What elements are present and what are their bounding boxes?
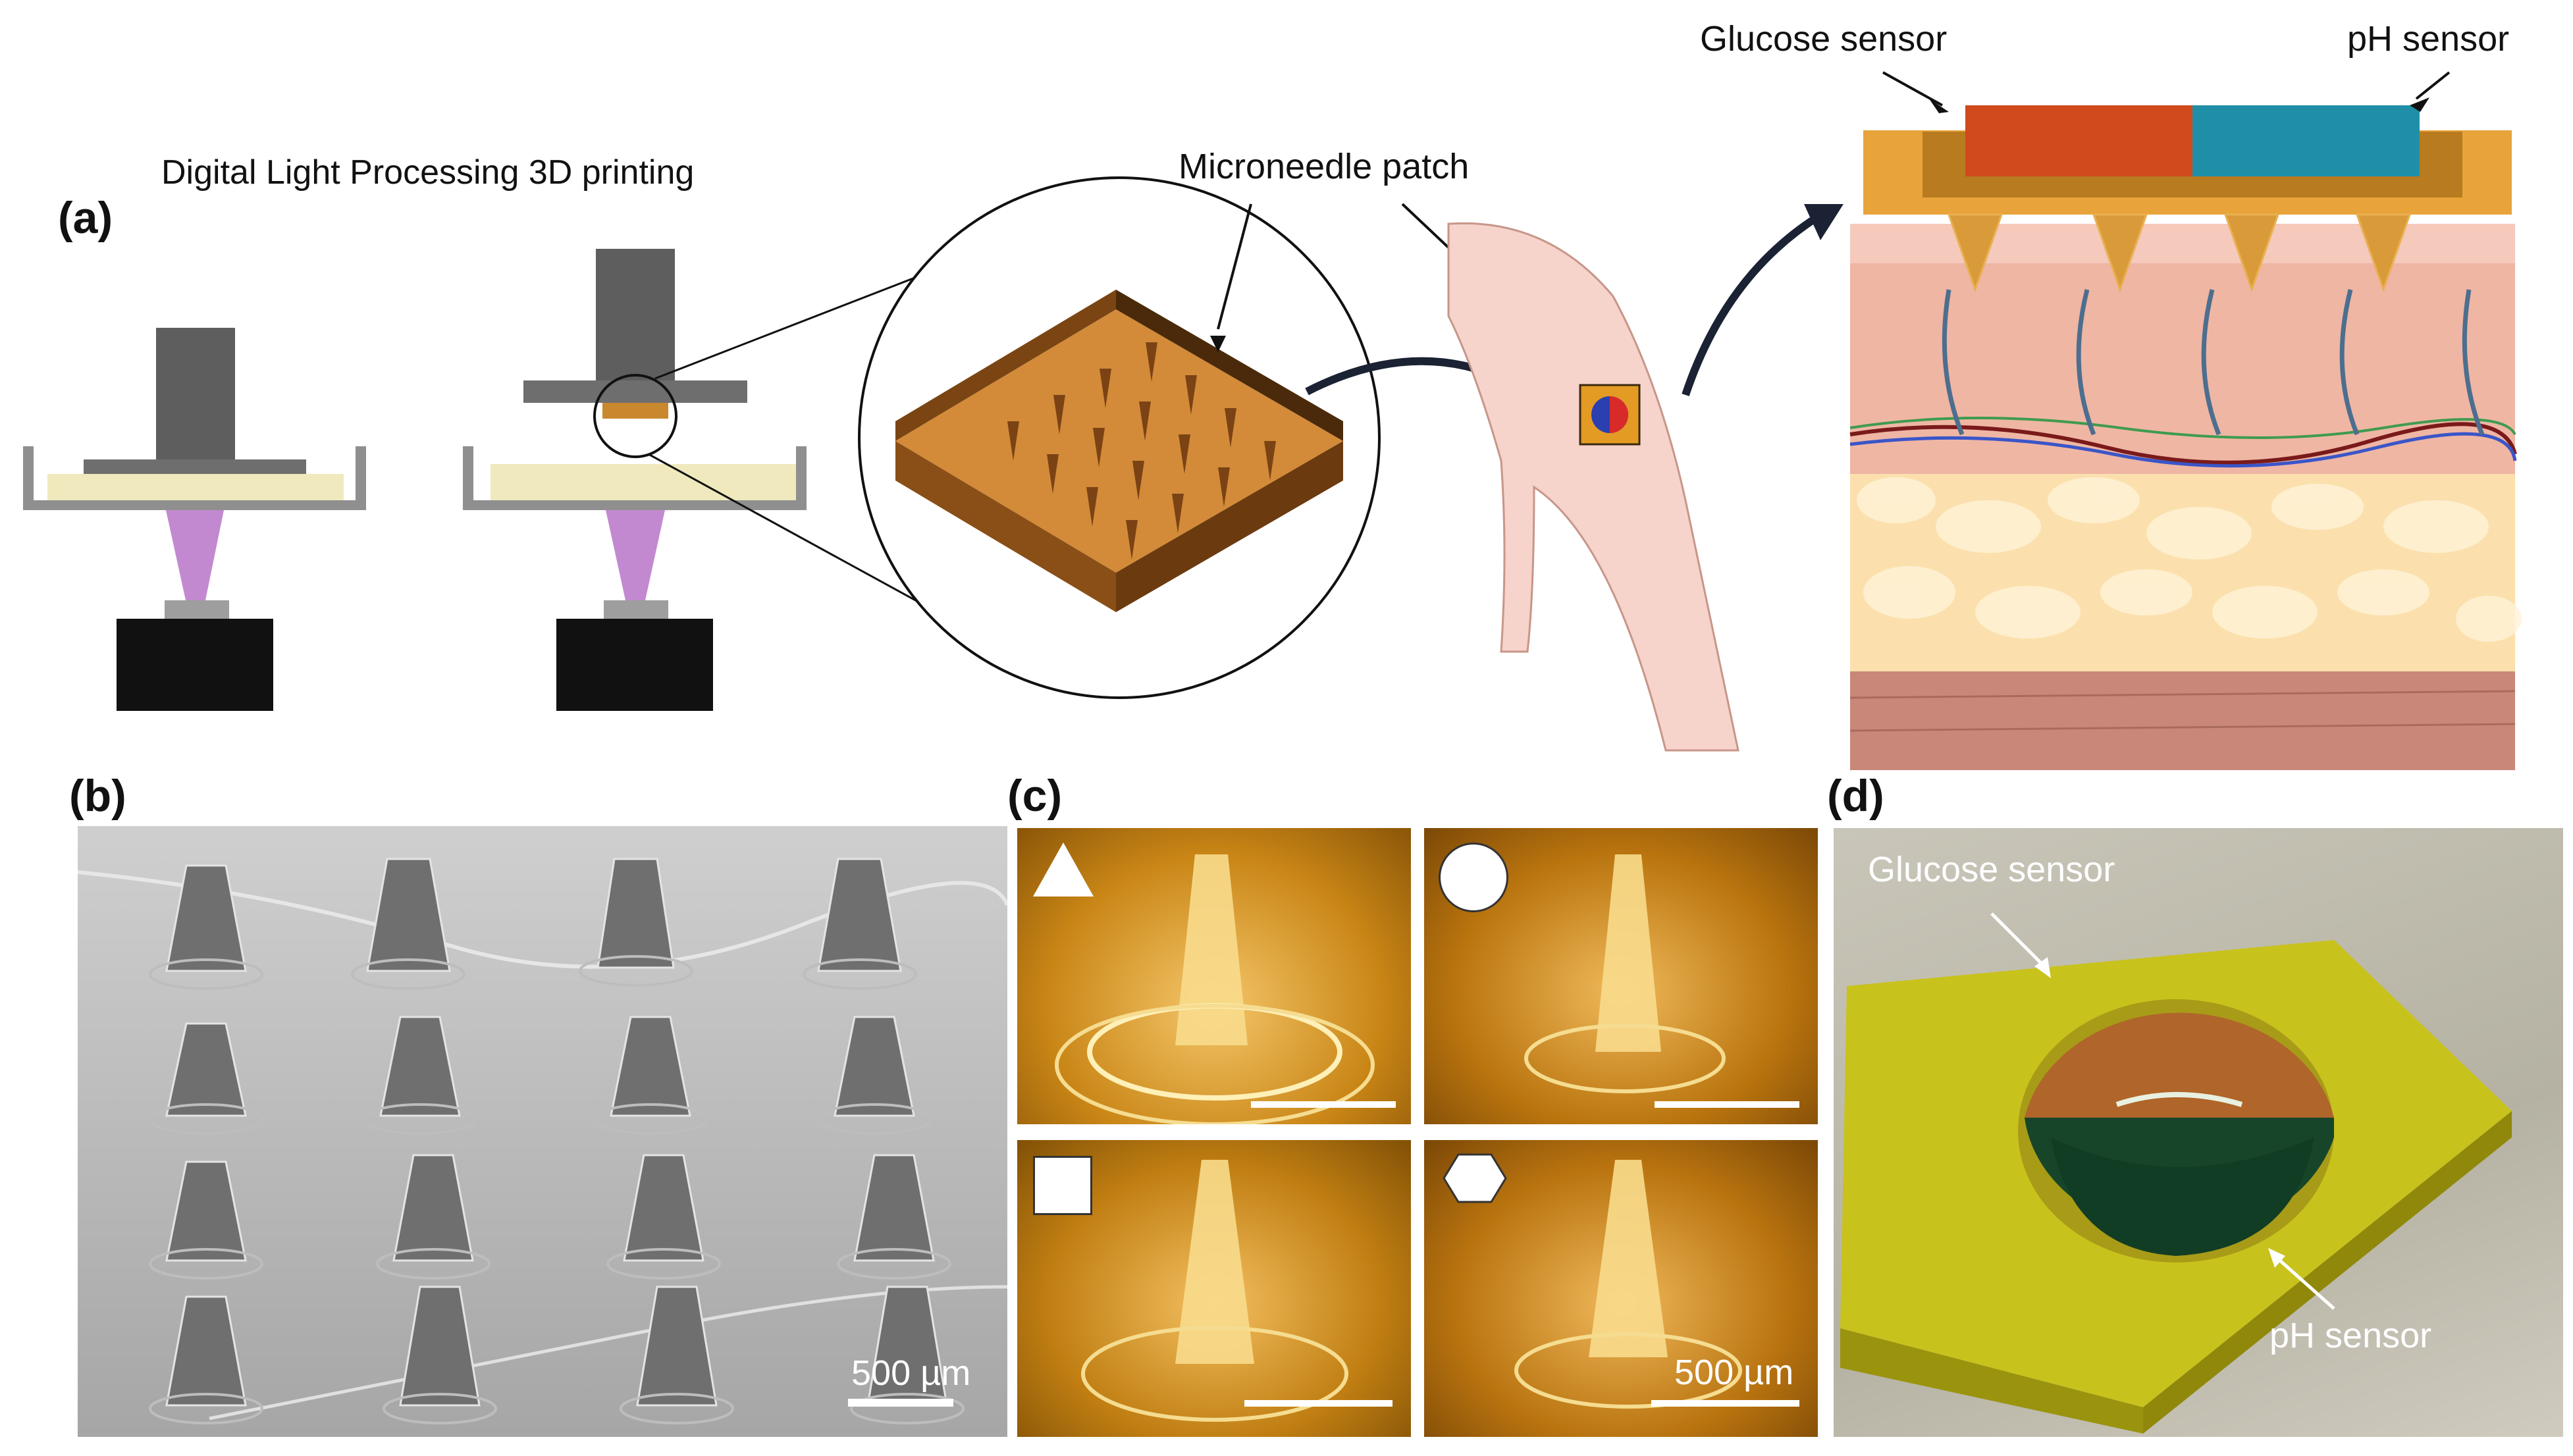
panel-a-label: (a) <box>58 193 113 243</box>
hexagon-icon <box>1443 1153 1507 1203</box>
panel-b-label: (b) <box>69 771 126 821</box>
ph-sensor-label: pH sensor <box>2347 19 2510 59</box>
triangle-icon <box>1033 843 1094 897</box>
microneedle-patch-illustration <box>895 290 1343 612</box>
glucose-sensor-block <box>1965 105 2192 176</box>
needle-photo-circle <box>1424 828 1818 1124</box>
glucose-sensor-label: Glucose sensor <box>1700 19 1948 59</box>
needle-scale-bar-label: 500 µm <box>1674 1353 1794 1392</box>
skin-cross-section <box>1849 224 2522 770</box>
printer-2 <box>463 249 807 711</box>
panel-d-label: (d) <box>1827 771 1884 821</box>
patch-photo-glucose-label: Glucose sensor <box>1868 850 2115 889</box>
sem-scale-bar-label: 500 µm <box>851 1353 971 1393</box>
patch-photo-ph-label: pH sensor <box>2269 1316 2432 1355</box>
arm-illustration <box>1447 222 1739 752</box>
square-icon <box>1033 1156 1092 1215</box>
ph-sensor-block <box>2192 105 2420 176</box>
panel-a-title: Digital Light Processing 3D printing <box>161 153 695 192</box>
needle-photo-triangle <box>1017 828 1411 1124</box>
panel-c-label: (c) <box>1007 771 1063 821</box>
needle-photo-hexagon: 500 µm <box>1424 1140 1818 1437</box>
sem-image: 500 µm <box>78 826 1007 1437</box>
printer-1 <box>23 328 366 711</box>
sensor-patch <box>1863 105 2512 293</box>
patch-photo: Glucose sensor pH sensor <box>1834 828 2563 1437</box>
needle-photo-square <box>1017 1140 1411 1437</box>
microneedle-patch-label: Microneedle patch <box>1179 147 1470 186</box>
circle-icon <box>1439 843 1508 912</box>
